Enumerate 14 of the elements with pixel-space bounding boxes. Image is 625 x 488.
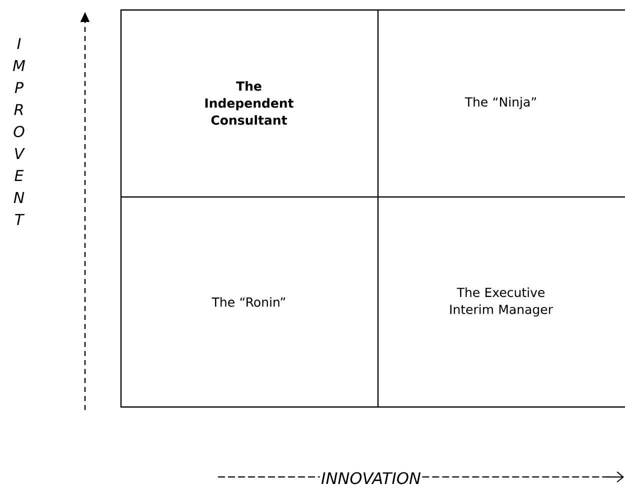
axis-letter: N <box>14 192 24 203</box>
quadrant-label: The Executive Interim Manager <box>450 287 553 317</box>
axis-letter: R <box>14 104 23 115</box>
axis-letter: V <box>15 148 26 159</box>
axis-letter: T <box>15 214 25 225</box>
axis-label: INNOVATION <box>320 468 422 488</box>
axis-letter: E <box>14 170 24 181</box>
axis-letter: O <box>14 126 24 138</box>
quadrant-label: The Independent Consultant <box>205 81 294 125</box>
axis-letter: M <box>12 60 26 71</box>
quadrant-label: The “Ronin” <box>212 297 286 307</box>
quadrant-label: The “Ninja” <box>464 96 536 110</box>
axis-letter: I <box>17 38 21 49</box>
axis-letter: P <box>14 82 24 93</box>
